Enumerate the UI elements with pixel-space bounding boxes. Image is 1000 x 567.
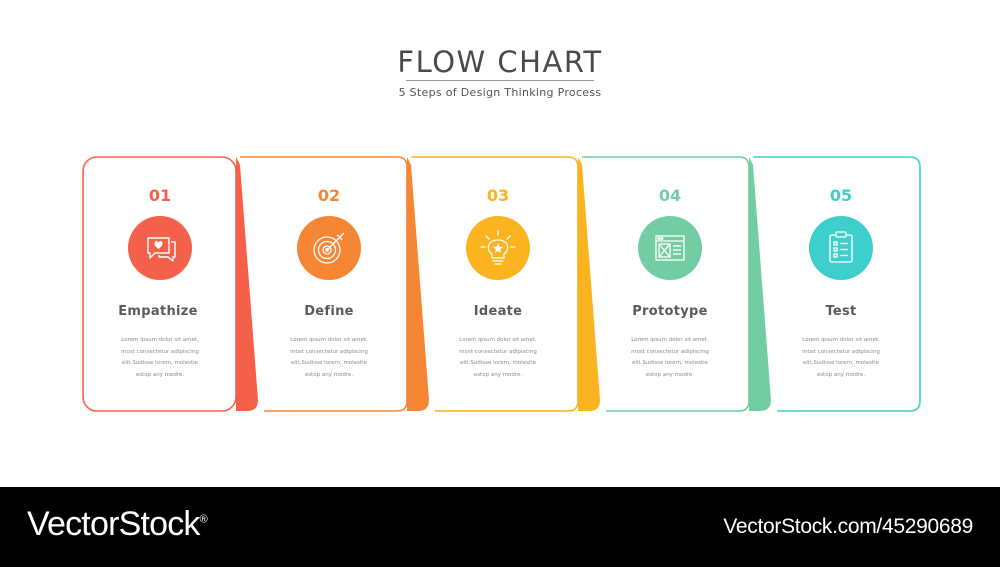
- step-tab-1: [236, 157, 258, 411]
- flow-diagram: [82, 156, 921, 412]
- step-description-5: Lorem ipsum dolor sit amet, most consect…: [791, 335, 891, 381]
- step-label-3: Ideate: [473, 304, 523, 319]
- step-icon-bg-1: [128, 216, 192, 280]
- page-title: FLOW CHART: [397, 45, 603, 79]
- stock-id: VectorStock.com/45290689: [723, 515, 973, 538]
- registered-mark: ®: [199, 513, 208, 526]
- step-description-line: Lorem ipsum dolor sit amet,: [631, 337, 709, 343]
- step-description-line: estop any modre.: [816, 371, 866, 378]
- chat-heart-icon: [147, 237, 176, 262]
- step-description-line: Lorem ipsum dolor sit amet,: [121, 337, 199, 343]
- step-frame-2: [240, 156, 408, 412]
- step-number-5: 05: [829, 186, 853, 205]
- step-description-line: elit.Sudisse lorem, molestie: [802, 360, 880, 366]
- step-icon-bg-5: [809, 216, 873, 280]
- step-label-5: Test: [825, 304, 857, 319]
- step-tab-3: [578, 157, 600, 411]
- step-frame-3: [411, 156, 579, 412]
- target-icon: [313, 232, 345, 264]
- watermark-bar: VectorStock® VectorStock.com/45290689: [0, 487, 1000, 567]
- step-card-5: [753, 156, 921, 412]
- step-frame-4: [582, 156, 750, 412]
- step-description-line: most consectetur adipiscing: [802, 348, 880, 355]
- step-description-2: Lorem ipsum dolor sit amet, most consect…: [279, 335, 379, 381]
- step-number-3: 03: [486, 186, 510, 205]
- step-description-line: most consectetur adipiscing: [631, 348, 709, 355]
- step-label-2: Define: [304, 304, 354, 319]
- step-description-line: most consectetur adipiscing: [121, 348, 199, 355]
- step-description-line: most consectetur adipiscing: [459, 348, 537, 355]
- step-description-line: estop any modre.: [473, 371, 523, 378]
- page-subtitle: 5 Steps of Design Thinking Process: [398, 86, 602, 99]
- brand-logo: VectorStock®: [27, 505, 208, 544]
- step-description-line: elit.Sudisse lorem, molestie: [121, 360, 199, 366]
- step-description-line: Lorem ipsum dolor sit amet,: [290, 337, 368, 343]
- lightbulb-icon: [480, 230, 516, 265]
- step-card-4: [582, 156, 771, 412]
- step-number-1: 01: [148, 186, 172, 205]
- step-description-line: Lorem ipsum dolor sit amet,: [459, 337, 537, 343]
- step-description-4: Lorem ipsum dolor sit amet, most consect…: [620, 335, 720, 381]
- step-frame-1: [82, 156, 237, 412]
- wireframe-icon: [655, 235, 685, 261]
- step-description-line: estop any modre.: [645, 371, 695, 378]
- step-frame-5: [753, 156, 921, 412]
- brand-name: VectorStock: [27, 505, 200, 543]
- step-label-4: Prototype: [632, 304, 708, 319]
- step-tab-4: [749, 157, 771, 411]
- step-tab-2: [407, 157, 429, 411]
- step-description-line: most consectetur adipiscing: [290, 348, 368, 355]
- step-description-line: Lorem ipsum dolor sit amet,: [802, 337, 880, 343]
- step-description-3: Lorem ipsum dolor sit amet, most consect…: [448, 335, 548, 381]
- title-underline: [406, 80, 594, 81]
- step-number-2: 02: [317, 186, 341, 205]
- step-description-line: elit.Sudisse lorem, molestie: [290, 360, 368, 366]
- step-card-2: [240, 156, 429, 412]
- step-description-line: estop any modre.: [304, 371, 354, 378]
- step-label-1: Empathize: [118, 304, 198, 319]
- step-number-4: 04: [658, 186, 682, 205]
- step-description-line: elit.Sudisse lorem, molestie: [631, 360, 709, 366]
- clipboard-icon: [829, 231, 853, 263]
- step-description-line: estop any modre.: [135, 371, 185, 378]
- step-card-3: [411, 156, 600, 412]
- step-card-1: [82, 156, 258, 412]
- step-description-1: Lorem ipsum dolor sit amet, most consect…: [110, 335, 210, 381]
- step-description-line: elit.Sudisse lorem, molestie: [459, 360, 537, 366]
